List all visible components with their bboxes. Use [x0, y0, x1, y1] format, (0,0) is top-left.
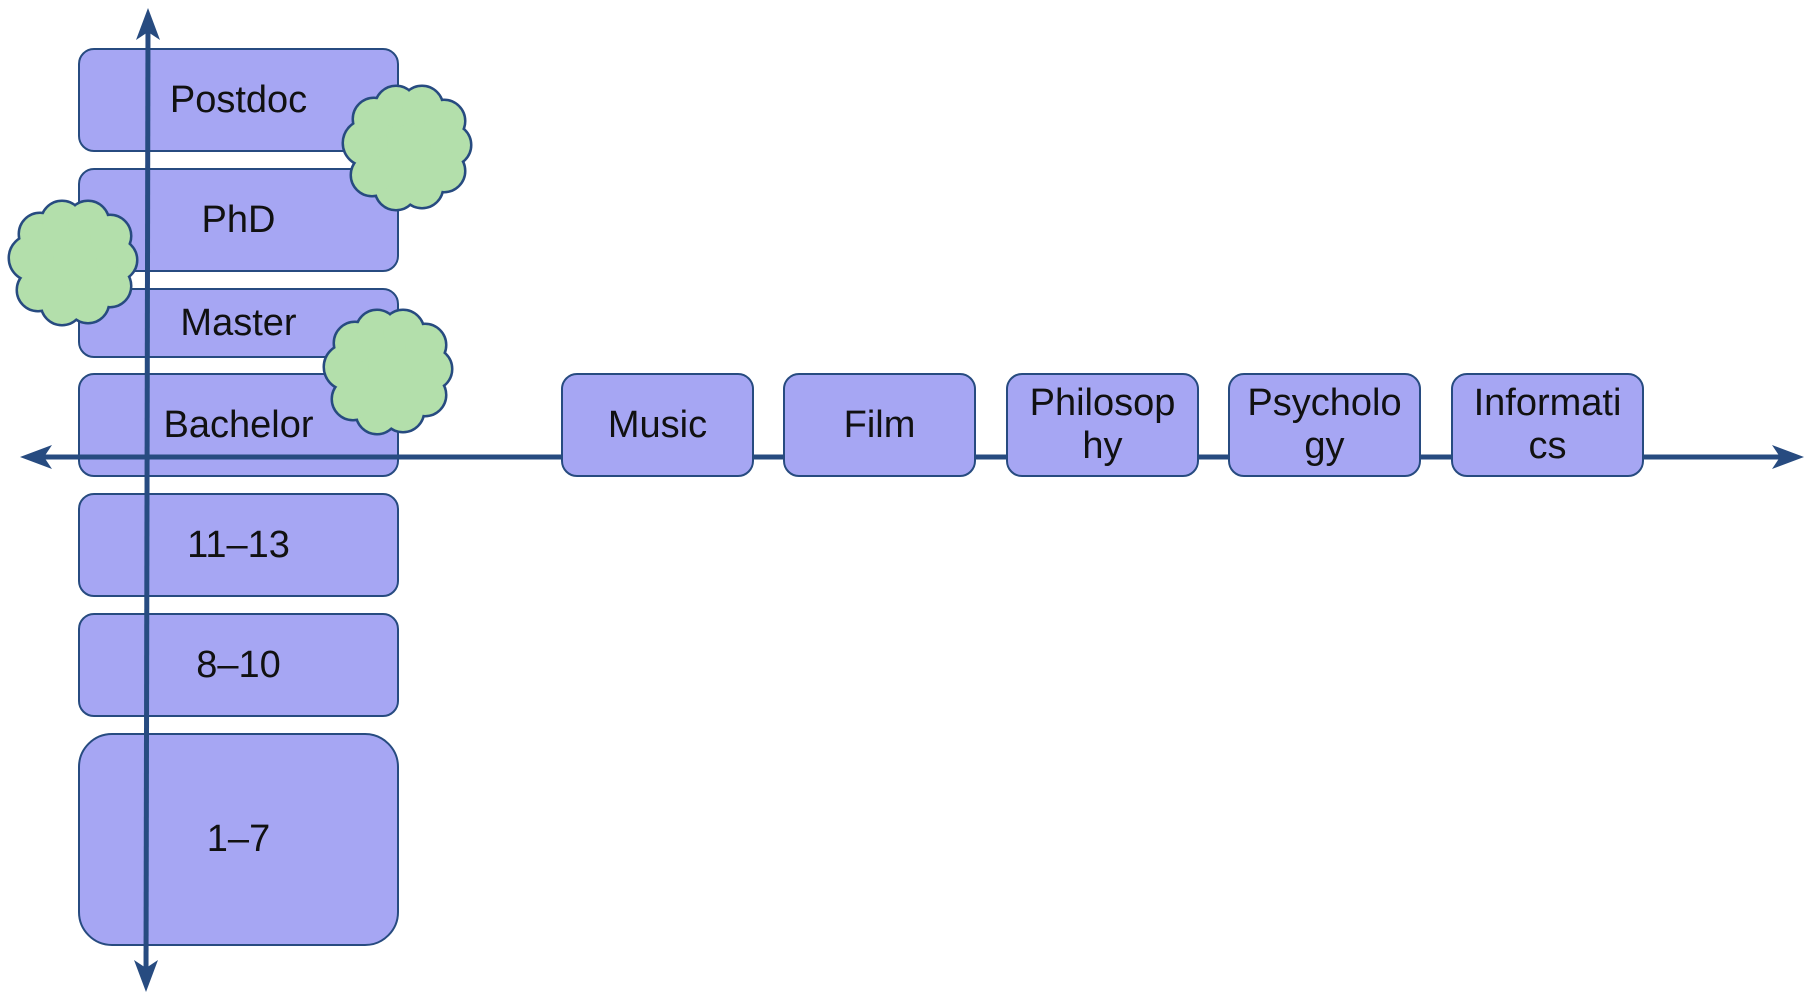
field-box-music: Music	[561, 373, 754, 477]
level-box-grades-11-13: 11–13	[78, 493, 399, 597]
level-label-bachelor: Bachelor	[163, 403, 314, 446]
cloud-icon	[10, 202, 136, 324]
field-box-philosophy: Philosophy	[1006, 373, 1199, 477]
axis-arrow-right-icon	[1772, 445, 1804, 469]
cloud-icon	[325, 311, 451, 433]
field-box-film: Film	[783, 373, 976, 477]
field-label-informatics: Informatics	[1473, 382, 1622, 467]
field-label-psychology: Psychology	[1247, 382, 1402, 467]
field-box-psychology: Psychology	[1228, 373, 1421, 477]
axis-arrow-left-icon	[20, 445, 52, 469]
field-label-philosophy: Philosophy	[1029, 382, 1176, 467]
field-label-film: Film	[843, 403, 916, 446]
level-label-grades-8-10: 8–10	[196, 643, 281, 686]
axis-arrow-up-icon	[136, 8, 160, 40]
level-label-master: Master	[180, 301, 297, 344]
level-label-phd: PhD	[201, 198, 276, 241]
level-box-grades-8-10: 8–10	[78, 613, 399, 717]
level-label-grades-11-13: 11–13	[187, 523, 290, 566]
field-box-informatics: Informatics	[1451, 373, 1644, 477]
level-label-grades-1-7: 1–7	[206, 818, 271, 861]
cloud-icon	[344, 87, 470, 209]
level-label-postdoc: Postdoc	[169, 78, 308, 121]
field-label-music: Music	[607, 403, 708, 446]
horizontal-axis	[20, 445, 1804, 469]
axis-arrow-down-icon	[134, 960, 158, 992]
vertical-axis	[134, 8, 160, 992]
level-box-grades-1-7: 1–7	[78, 733, 399, 946]
